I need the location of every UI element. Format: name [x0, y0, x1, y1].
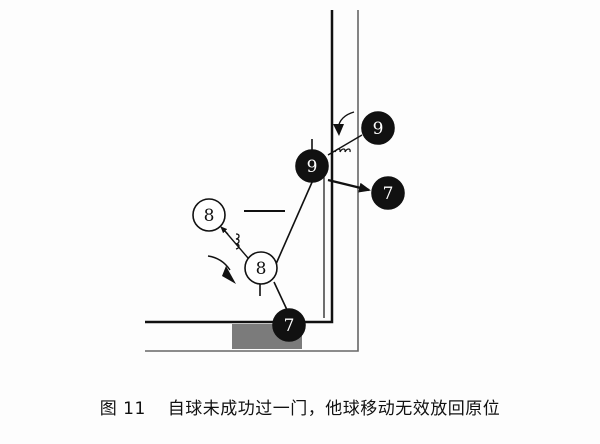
ball-7-original: 7: [272, 308, 306, 342]
ball-label: 7: [284, 316, 295, 336]
figure-caption: 图 11 自球未成功过一门，他球移动无效放回原位: [0, 394, 600, 419]
path-8-to-9: [275, 179, 314, 265]
ball-8-original: 8: [192, 198, 226, 232]
curved-arrowhead-8: [222, 266, 236, 284]
ball-label: 9: [307, 157, 318, 177]
court-boundary: [145, 10, 359, 352]
figure-number: 图 11: [99, 399, 146, 419]
ball-8-moved: 8: [244, 251, 278, 285]
path-7-to-8: [273, 281, 289, 313]
inner-boundary-line: [145, 10, 334, 324]
curved-arrowhead-9: [333, 124, 344, 136]
coil-8-icon: [235, 233, 240, 250]
ball-label: 7: [383, 184, 394, 204]
path-9-to-9: [327, 134, 363, 156]
coil-9-icon: [334, 148, 351, 153]
trajectories: [223, 134, 371, 313]
path-9-to-7: [327, 178, 371, 193]
ball-label: 9: [373, 119, 384, 139]
ball-label: 8: [204, 206, 215, 226]
ball-9-original: 9: [361, 111, 395, 145]
ball-label: 8: [256, 259, 267, 279]
ball-9-moved: 9: [295, 149, 329, 183]
caption-text: 自球未成功过一门，他球移动无效放回原位: [167, 399, 501, 419]
ball-7-moved: 7: [371, 176, 405, 210]
curved-arrow-8-icon: [207, 255, 231, 271]
outer-boundary-line: [145, 10, 359, 352]
small-arrow-8: [220, 226, 229, 235]
